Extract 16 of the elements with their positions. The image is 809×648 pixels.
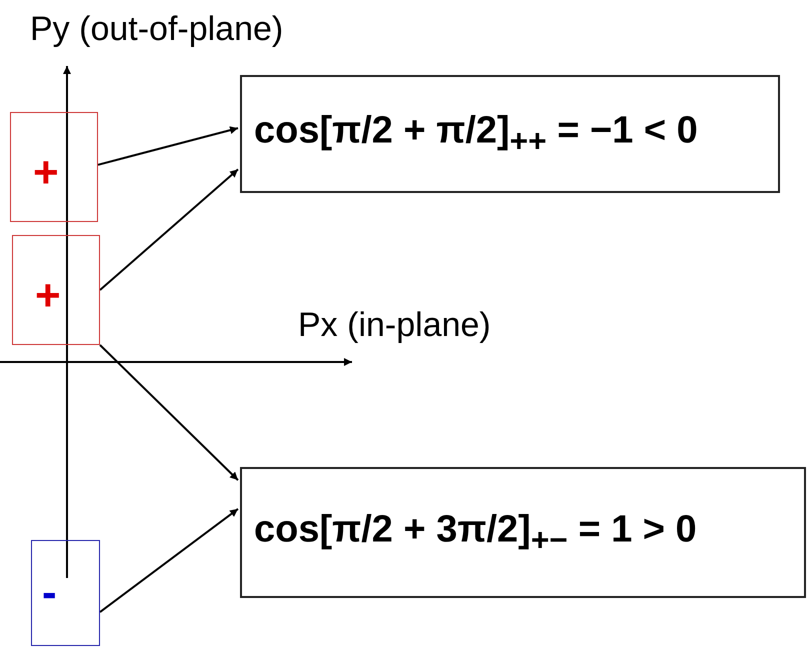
charge-box — [31, 540, 100, 646]
arrow — [98, 126, 238, 166]
equation: cos[π/2 + 3π/2]$_{+−}$ = 1 > 0 — [254, 507, 698, 558]
axis-label: Py (out-of-plane) — [30, 12, 284, 46]
axis-label: Px (in-plane) — [298, 308, 491, 342]
charge-sign: + — [35, 274, 61, 318]
charge-sign: - — [42, 571, 57, 615]
equation-box — [240, 467, 806, 598]
charge-box — [12, 235, 100, 345]
equation-box — [240, 75, 780, 193]
charge-box — [10, 112, 98, 222]
arrow — [99, 344, 239, 481]
equation: cos[π/2 + π/2]$_{++}$ = −1 < 0 — [254, 108, 699, 160]
arrow — [99, 508, 239, 613]
arrow — [99, 168, 239, 291]
charge-sign: + — [33, 151, 59, 195]
